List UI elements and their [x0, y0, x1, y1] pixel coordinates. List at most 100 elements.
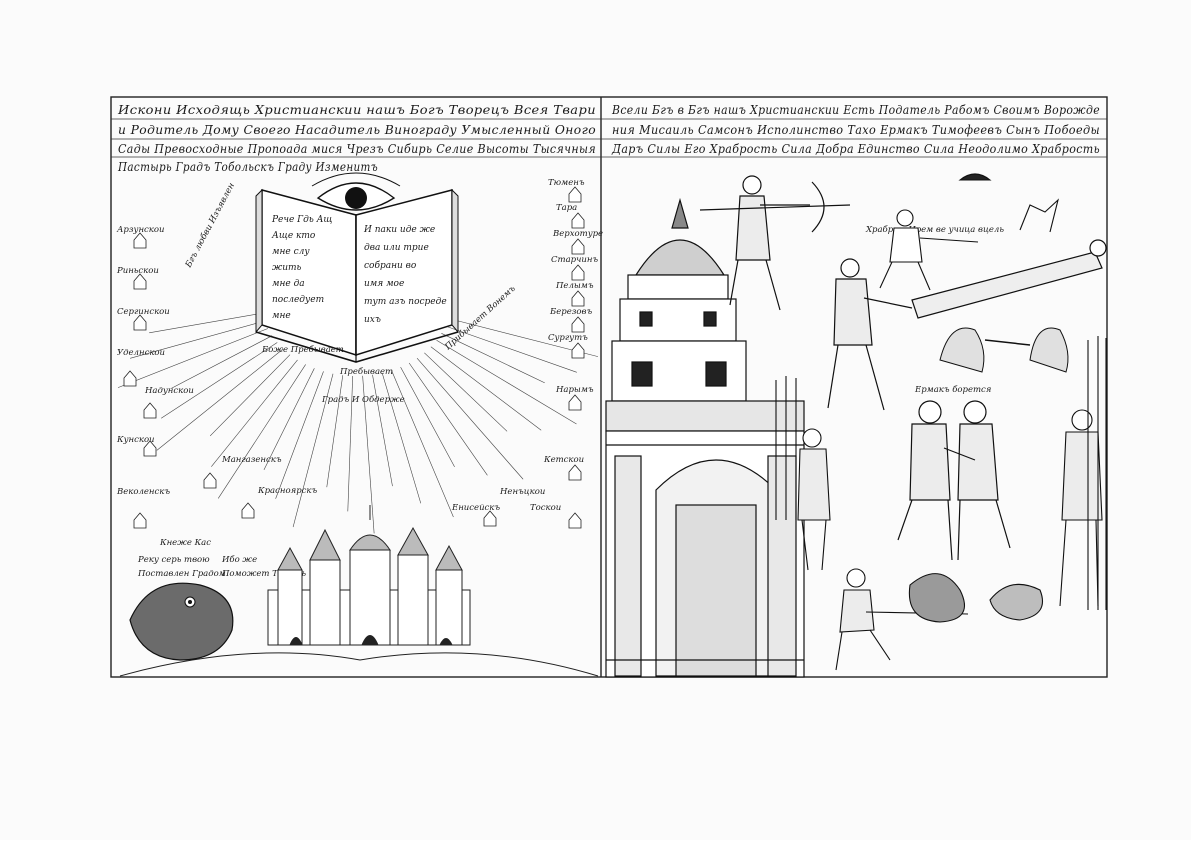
bottom-text-line: Реку серь твою	[137, 555, 210, 565]
seated-pair-figure	[939, 327, 1069, 373]
towns-right: Тюменъ Тара Верхотуре Старчинъ Пелымъ Бе…	[499, 178, 603, 513]
town-label: Старчинъ	[551, 255, 598, 265]
town-glyph	[571, 238, 585, 255]
book-left-line-3: мне слу	[272, 247, 310, 257]
town-label: Кетскои	[543, 455, 584, 465]
ray-line	[400, 366, 455, 468]
right-caption-line-2: ния Мисаиль Самсонъ Исполинство Тахо Ерм…	[612, 123, 1100, 137]
town-glyph	[133, 512, 147, 529]
book-right-line-4: имя мое	[364, 279, 404, 289]
town-label: Мангазенскъ	[221, 455, 282, 465]
swordsman-figure	[879, 173, 1059, 291]
right-caption: Всели Бгъ в Бгъ нашъ Христианскии Есть П…	[611, 103, 1100, 156]
ray-line	[424, 352, 508, 432]
town-label: Кунскои	[116, 435, 155, 445]
town-glyph	[123, 370, 137, 387]
bottom-text-line: Поможет Твоимъ	[221, 569, 306, 579]
town-label: Арзунскои	[116, 225, 164, 235]
town-label: Ненъцкои	[499, 487, 545, 497]
divine-rays	[117, 312, 599, 534]
town-label: Тара	[556, 203, 577, 213]
town-glyph	[571, 316, 585, 333]
town-glyphs	[123, 186, 585, 529]
town-label: Тюменъ	[548, 178, 585, 188]
town-label: Енисейскъ	[451, 503, 500, 513]
town-label: Верхотуре	[552, 229, 603, 239]
ray-line	[217, 364, 306, 499]
town-glyph	[568, 512, 582, 529]
right-caption-line-3: Даръ Силы Его Храбрость Сила Добра Единс…	[611, 142, 1100, 156]
town-glyph	[133, 314, 147, 331]
left-caption-line-2: и Родитель Дому Своего Насадитель Виногр…	[118, 123, 596, 137]
town-label: Сергинскои	[117, 307, 170, 317]
book-left-line-6: последует	[272, 295, 324, 305]
town-glyph	[203, 472, 217, 489]
cannon-figure	[827, 239, 1107, 411]
towns-bottom: Мангазенскъ Красноярскъ Енисейскъ Кнеже …	[159, 455, 500, 548]
town-label: Сургутъ	[548, 333, 588, 343]
brave-label: Храбрыи Ирем ве учица вцель	[865, 224, 1004, 235]
town-label: Надунскои	[144, 386, 194, 396]
ray-line	[326, 375, 344, 488]
tower	[605, 197, 805, 678]
archer-figure	[699, 175, 851, 311]
tobolsk-city	[267, 505, 471, 646]
hill-outline	[119, 652, 599, 677]
town-glyph	[571, 212, 585, 229]
left-panel: Искони Исходящь Христианскии нашъ Богъ Т…	[116, 103, 603, 677]
book-left-line-5: мне да	[272, 279, 305, 289]
town-label: Кнеже Кас	[159, 538, 211, 548]
ray-text-1: Бгъ любви Изъявлен	[182, 181, 237, 270]
ray-line	[391, 370, 454, 518]
caption-rules	[111, 118, 1107, 158]
ray-line	[347, 375, 353, 512]
book-right-page-text: И паки иде же два или трие собрани во им…	[363, 225, 447, 325]
town-label: Уделнскои	[117, 348, 165, 358]
ray-line	[156, 348, 284, 451]
town-label: Тоскои	[530, 503, 561, 513]
open-book	[255, 188, 459, 363]
ray-text-3: Градъ И Обдерже	[321, 394, 405, 405]
ray-line	[381, 372, 422, 504]
town-glyph	[133, 232, 147, 249]
town-glyph	[568, 186, 582, 203]
ray-line	[130, 320, 265, 359]
book-left-line-7: мне	[272, 311, 291, 321]
town-glyph	[133, 273, 147, 290]
ray-line	[161, 342, 278, 419]
towns-left: Арзунскои Риньскои Сергинскои Уделнскои …	[116, 225, 194, 497]
town-glyph	[571, 290, 585, 307]
town-glyph	[568, 394, 582, 411]
town-label: Нарымъ	[555, 385, 594, 395]
book-left-line-1: Рече Гдь Ащ	[271, 215, 332, 225]
book-left-line-2: Аще кто	[271, 231, 316, 241]
bird-figure	[129, 582, 234, 661]
book-left-line-4: жить	[272, 263, 302, 273]
ray-line	[275, 371, 324, 499]
town-label: Веколенскъ	[116, 487, 170, 497]
right-panel: Всели Бгъ в Бгъ нашъ Христианскии Есть П…	[605, 103, 1107, 678]
town-glyph	[571, 342, 585, 359]
ray-text-2: Боже Пребывает	[261, 344, 344, 355]
left-caption-line-3: Сады Превосходные Пропоада мися Чрезъ Си…	[118, 142, 596, 156]
town-glyph	[143, 402, 157, 419]
spear-guard-figure	[775, 376, 831, 571]
left-caption-line-1: Искони Исходящь Христианскии нашъ Богъ Т…	[117, 103, 596, 117]
ray-line	[430, 346, 542, 431]
bottom-text-line: Ибо же	[221, 554, 257, 565]
right-caption-line-1: Всели Бгъ в Бгъ нашъ Христианскии Есть П…	[611, 103, 1100, 117]
town-glyph	[571, 264, 585, 281]
gunner-figure	[835, 568, 1044, 671]
ray-line	[149, 312, 263, 334]
ray-line	[209, 354, 291, 437]
book-left-page-text: Рече Гдь Ащ Аще кто мне слу жить мне да …	[271, 215, 332, 321]
ray-line	[416, 358, 524, 480]
book-right-line-6: ихъ	[364, 315, 381, 325]
all-seeing-eye	[311, 172, 401, 211]
wrestlers-figure	[897, 400, 1011, 561]
ray-line	[445, 325, 577, 373]
ray-line	[170, 335, 273, 389]
town-label: Березовъ	[549, 307, 592, 317]
